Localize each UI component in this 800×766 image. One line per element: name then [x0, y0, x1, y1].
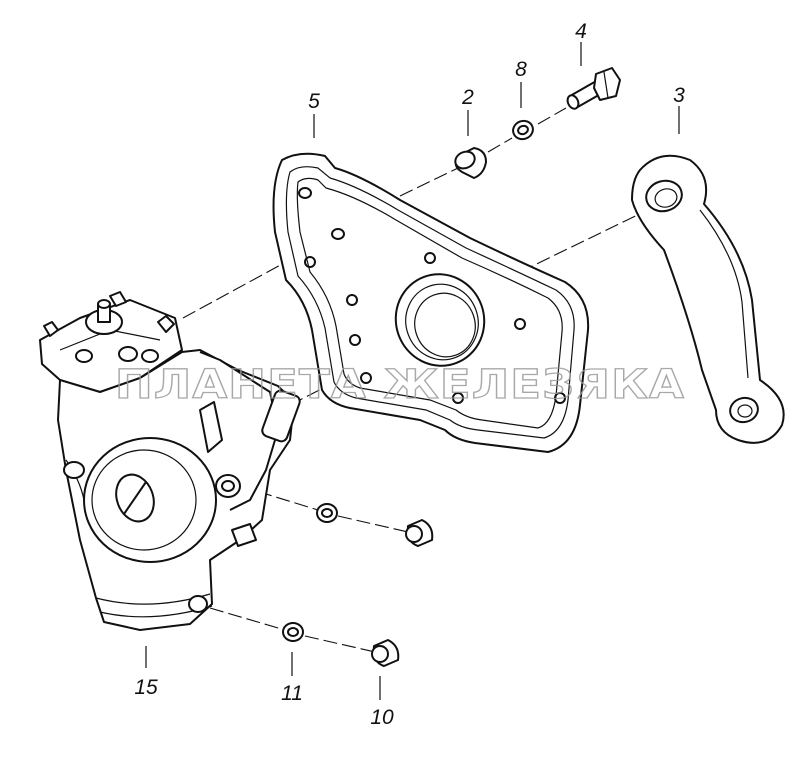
- callout-11: 11: [281, 682, 303, 705]
- callout-10: 10: [370, 706, 394, 729]
- bushing-part-2: [454, 147, 487, 179]
- washer-part-11: [282, 622, 304, 642]
- watermark-text: ПЛАНЕТА ЖЕЛЕЗЯКА: [115, 362, 685, 408]
- washer-upper: [316, 503, 338, 523]
- plug-upper: [405, 519, 434, 547]
- bolt-part-4: [566, 67, 621, 110]
- steering-arm-part-3: [631, 154, 785, 444]
- washer-part-8: [512, 119, 534, 141]
- callout-4: 4: [575, 20, 587, 43]
- callout-leaders: [145, 42, 680, 700]
- callout-3: 3: [673, 84, 685, 107]
- callout-15: 15: [134, 676, 158, 699]
- callout-5: 5: [308, 90, 320, 113]
- callout-2: 2: [461, 86, 474, 109]
- plug-part-10: [371, 639, 400, 667]
- callout-8: 8: [515, 58, 527, 81]
- steering-gear-part-15: [39, 291, 301, 631]
- mounting-bracket-part-5: [272, 152, 590, 453]
